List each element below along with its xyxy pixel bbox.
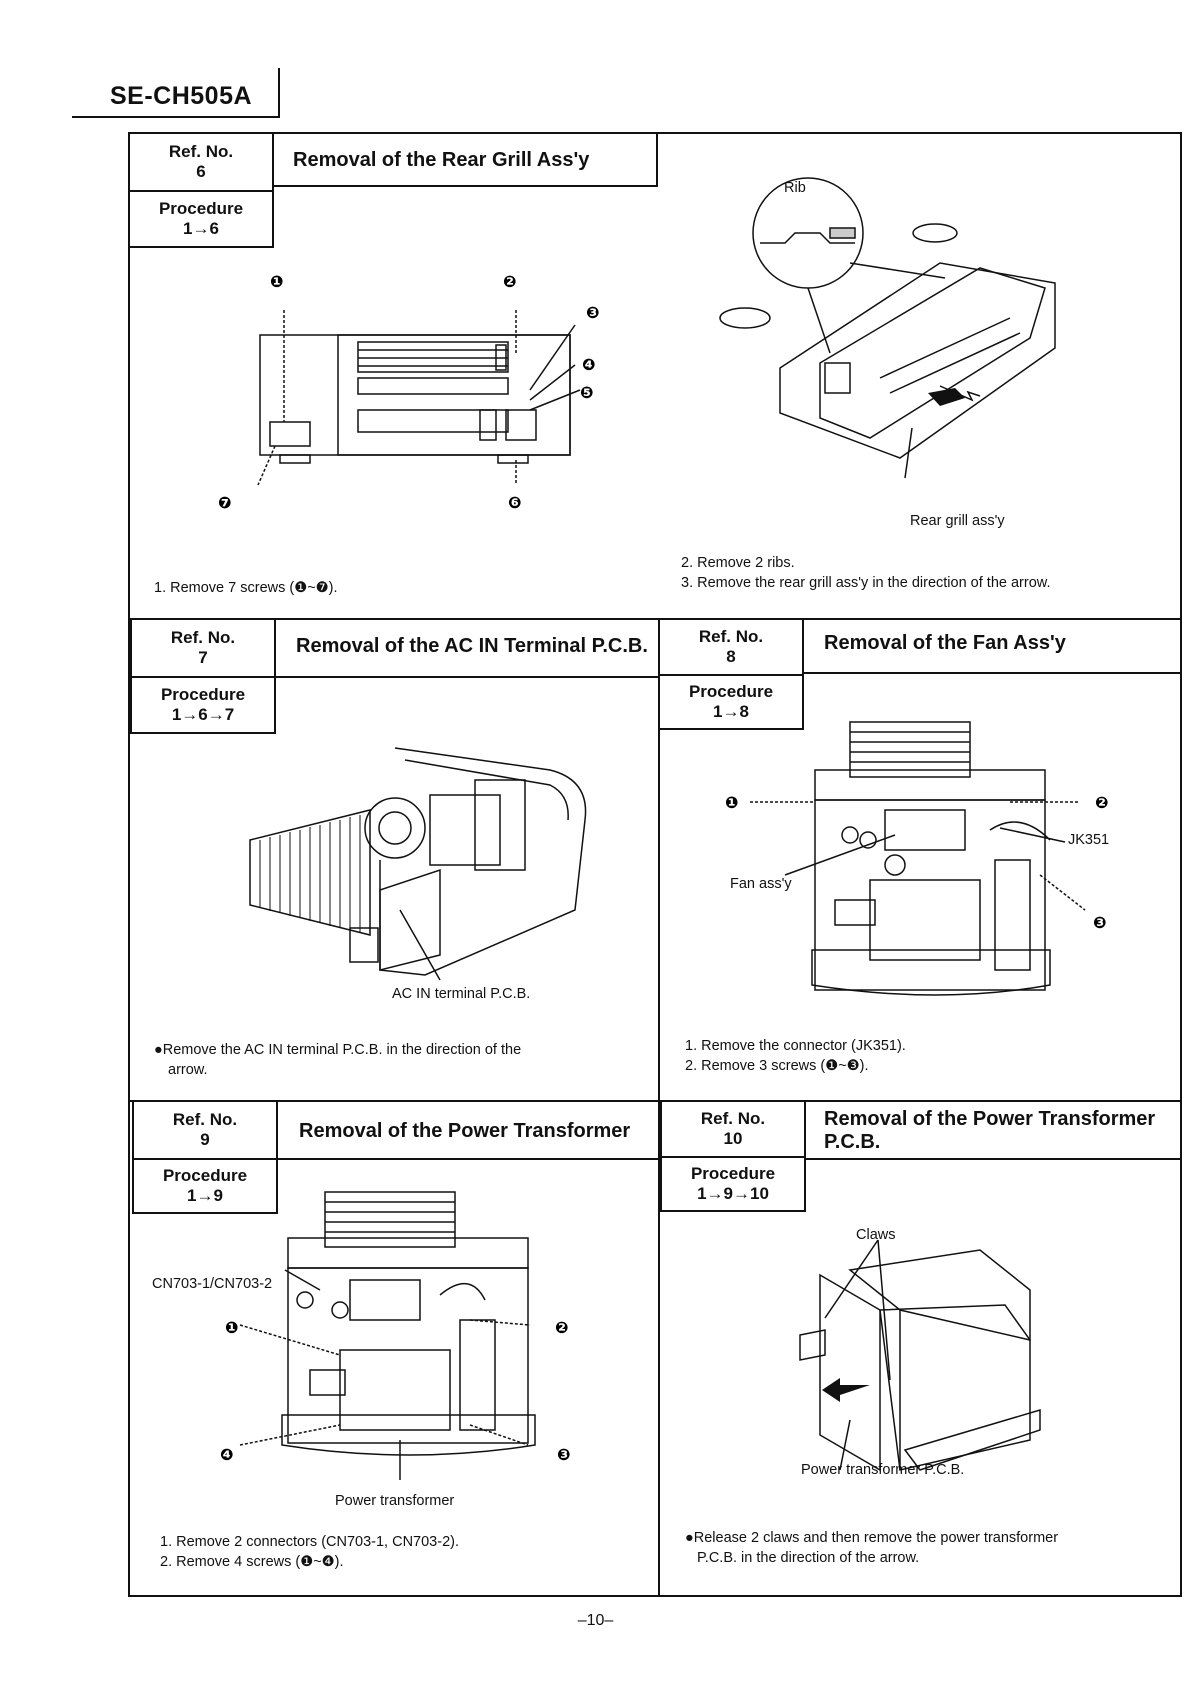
model-number: SE-CH505A <box>110 82 253 110</box>
callout-rib: Rib <box>784 180 806 196</box>
step-7-1: ●Remove the AC IN terminal P.C.B. in the… <box>154 1042 522 1058</box>
fan-screw-1-marker: ❶ <box>725 793 739 812</box>
title-7: Removal of the AC IN Terminal P.C.B. <box>296 635 648 657</box>
procedure-6: 1→6 <box>183 219 219 238</box>
page-frame <box>128 132 1182 1597</box>
ref-number-6: 6 <box>196 162 206 181</box>
ref-number-9: 9 <box>200 1130 210 1149</box>
ref-box-9: Ref. No. 9 <box>132 1100 278 1160</box>
row-divider-2 <box>128 1100 1182 1102</box>
diagram-power-transformer-pcb <box>799 1239 1041 1472</box>
title-6: Removal of the Rear Grill Ass'y <box>293 149 590 171</box>
callout-ac-in-pcb: AC IN terminal P.C.B. <box>392 986 531 1002</box>
procedure-box-10: Procedure 1→9→10 <box>660 1156 806 1212</box>
procedure-8: 1→8 <box>713 702 749 721</box>
header-rule <box>72 116 279 118</box>
ref-box-8: Ref. No. 8 <box>658 618 804 676</box>
procedure-box-6: Procedure 1→6 <box>128 190 274 248</box>
screw-4-marker: ❹ <box>582 355 596 374</box>
step-10-1: ●Release 2 claws and then remove the pow… <box>685 1530 1059 1546</box>
fan-screw-2-marker: ❷ <box>1095 793 1109 812</box>
callout-power-transformer: Power transformer <box>335 1493 455 1509</box>
screw-5-marker: ❺ <box>580 383 594 402</box>
pt-screw-3-marker: ❸ <box>557 1445 571 1464</box>
callout-jk351: JK351 <box>1068 832 1110 848</box>
step-6-1: 1. Remove 7 screws (❶~❼). <box>154 580 338 596</box>
fan-screw-3-marker: ❸ <box>1093 913 1107 932</box>
screw-3-marker: ❸ <box>586 303 600 322</box>
callout-claws: Claws <box>856 1227 896 1243</box>
ref-box-7: Ref. No. 7 <box>130 618 276 678</box>
row-divider-1 <box>128 618 1182 620</box>
procedure-box-9: Procedure 1→9 <box>132 1158 278 1214</box>
title-10: Removal of the Power Transformer P.C.B. <box>824 1108 1156 1153</box>
step-8-2: 2. Remove 3 screws (❶~❸). <box>685 1058 869 1074</box>
diagram-rear-screws: ❶ ❷ ❸ ❹ ❺ ❻ ❼ <box>218 272 600 512</box>
pt-screw-2-marker: ❷ <box>555 1318 569 1337</box>
title-divider-6 <box>656 132 658 187</box>
procedure-7: 1→6→7 <box>171 705 235 724</box>
callout-pt-pcb: Power transformer P.C.B. <box>801 1462 965 1478</box>
screw-6-marker: ❻ <box>508 493 522 512</box>
procedure-box-7: Procedure 1→6→7 <box>130 676 276 734</box>
diagram-ac-in-pcb <box>249 747 587 981</box>
ref-number-7: 7 <box>198 648 208 667</box>
diagram-fan-assy: ❶ ❷ ❸ <box>725 721 1109 996</box>
step-8-1: 1. Remove the connector (JK351). <box>685 1038 906 1054</box>
procedure-box-8: Procedure 1→8 <box>658 674 804 730</box>
header-vrule <box>278 68 280 118</box>
column-divider <box>658 618 660 1597</box>
screw-2-marker: ❷ <box>503 272 517 291</box>
step-7-2: arrow. <box>168 1062 208 1078</box>
diagram-rear-grill <box>719 177 1056 479</box>
page-number: –10– <box>577 1612 614 1629</box>
step-6-2: 2. Remove 2 ribs. <box>681 555 795 571</box>
title-8: Removal of the Fan Ass'y <box>824 632 1066 654</box>
step-10-2: P.C.B. in the direction of the arrow. <box>697 1550 920 1566</box>
callout-fan-assy: Fan ass'y <box>730 876 792 892</box>
step-6-3: 3. Remove the rear grill ass'y in the di… <box>681 575 1051 591</box>
ref-box-6: Ref. No. 6 <box>128 132 274 192</box>
ref-number-8: 8 <box>726 647 736 666</box>
title-9: Removal of the Power Transformer <box>299 1120 631 1142</box>
callout-cn703: CN703-1/CN703-2 <box>152 1276 273 1292</box>
callout-rear-grill: Rear grill ass'y <box>910 513 1005 529</box>
pt-screw-1-marker: ❶ <box>225 1318 239 1337</box>
procedure-10: 1→9→10 <box>697 1184 769 1203</box>
ref-box-10: Ref. No. 10 <box>660 1100 806 1158</box>
screw-7-marker: ❼ <box>218 493 232 512</box>
pt-screw-4-marker: ❹ <box>220 1445 234 1464</box>
ref-number-10: 10 <box>723 1129 743 1148</box>
procedure-9: 1→9 <box>187 1186 223 1205</box>
step-9-2: 2. Remove 4 screws (❶~❹). <box>160 1554 344 1570</box>
step-9-1: 1. Remove 2 connectors (CN703-1, CN703-2… <box>160 1534 459 1550</box>
diagram-power-transformer: ❶ ❷ ❸ ❹ <box>220 1191 571 1480</box>
screw-1-marker: ❶ <box>270 272 284 291</box>
